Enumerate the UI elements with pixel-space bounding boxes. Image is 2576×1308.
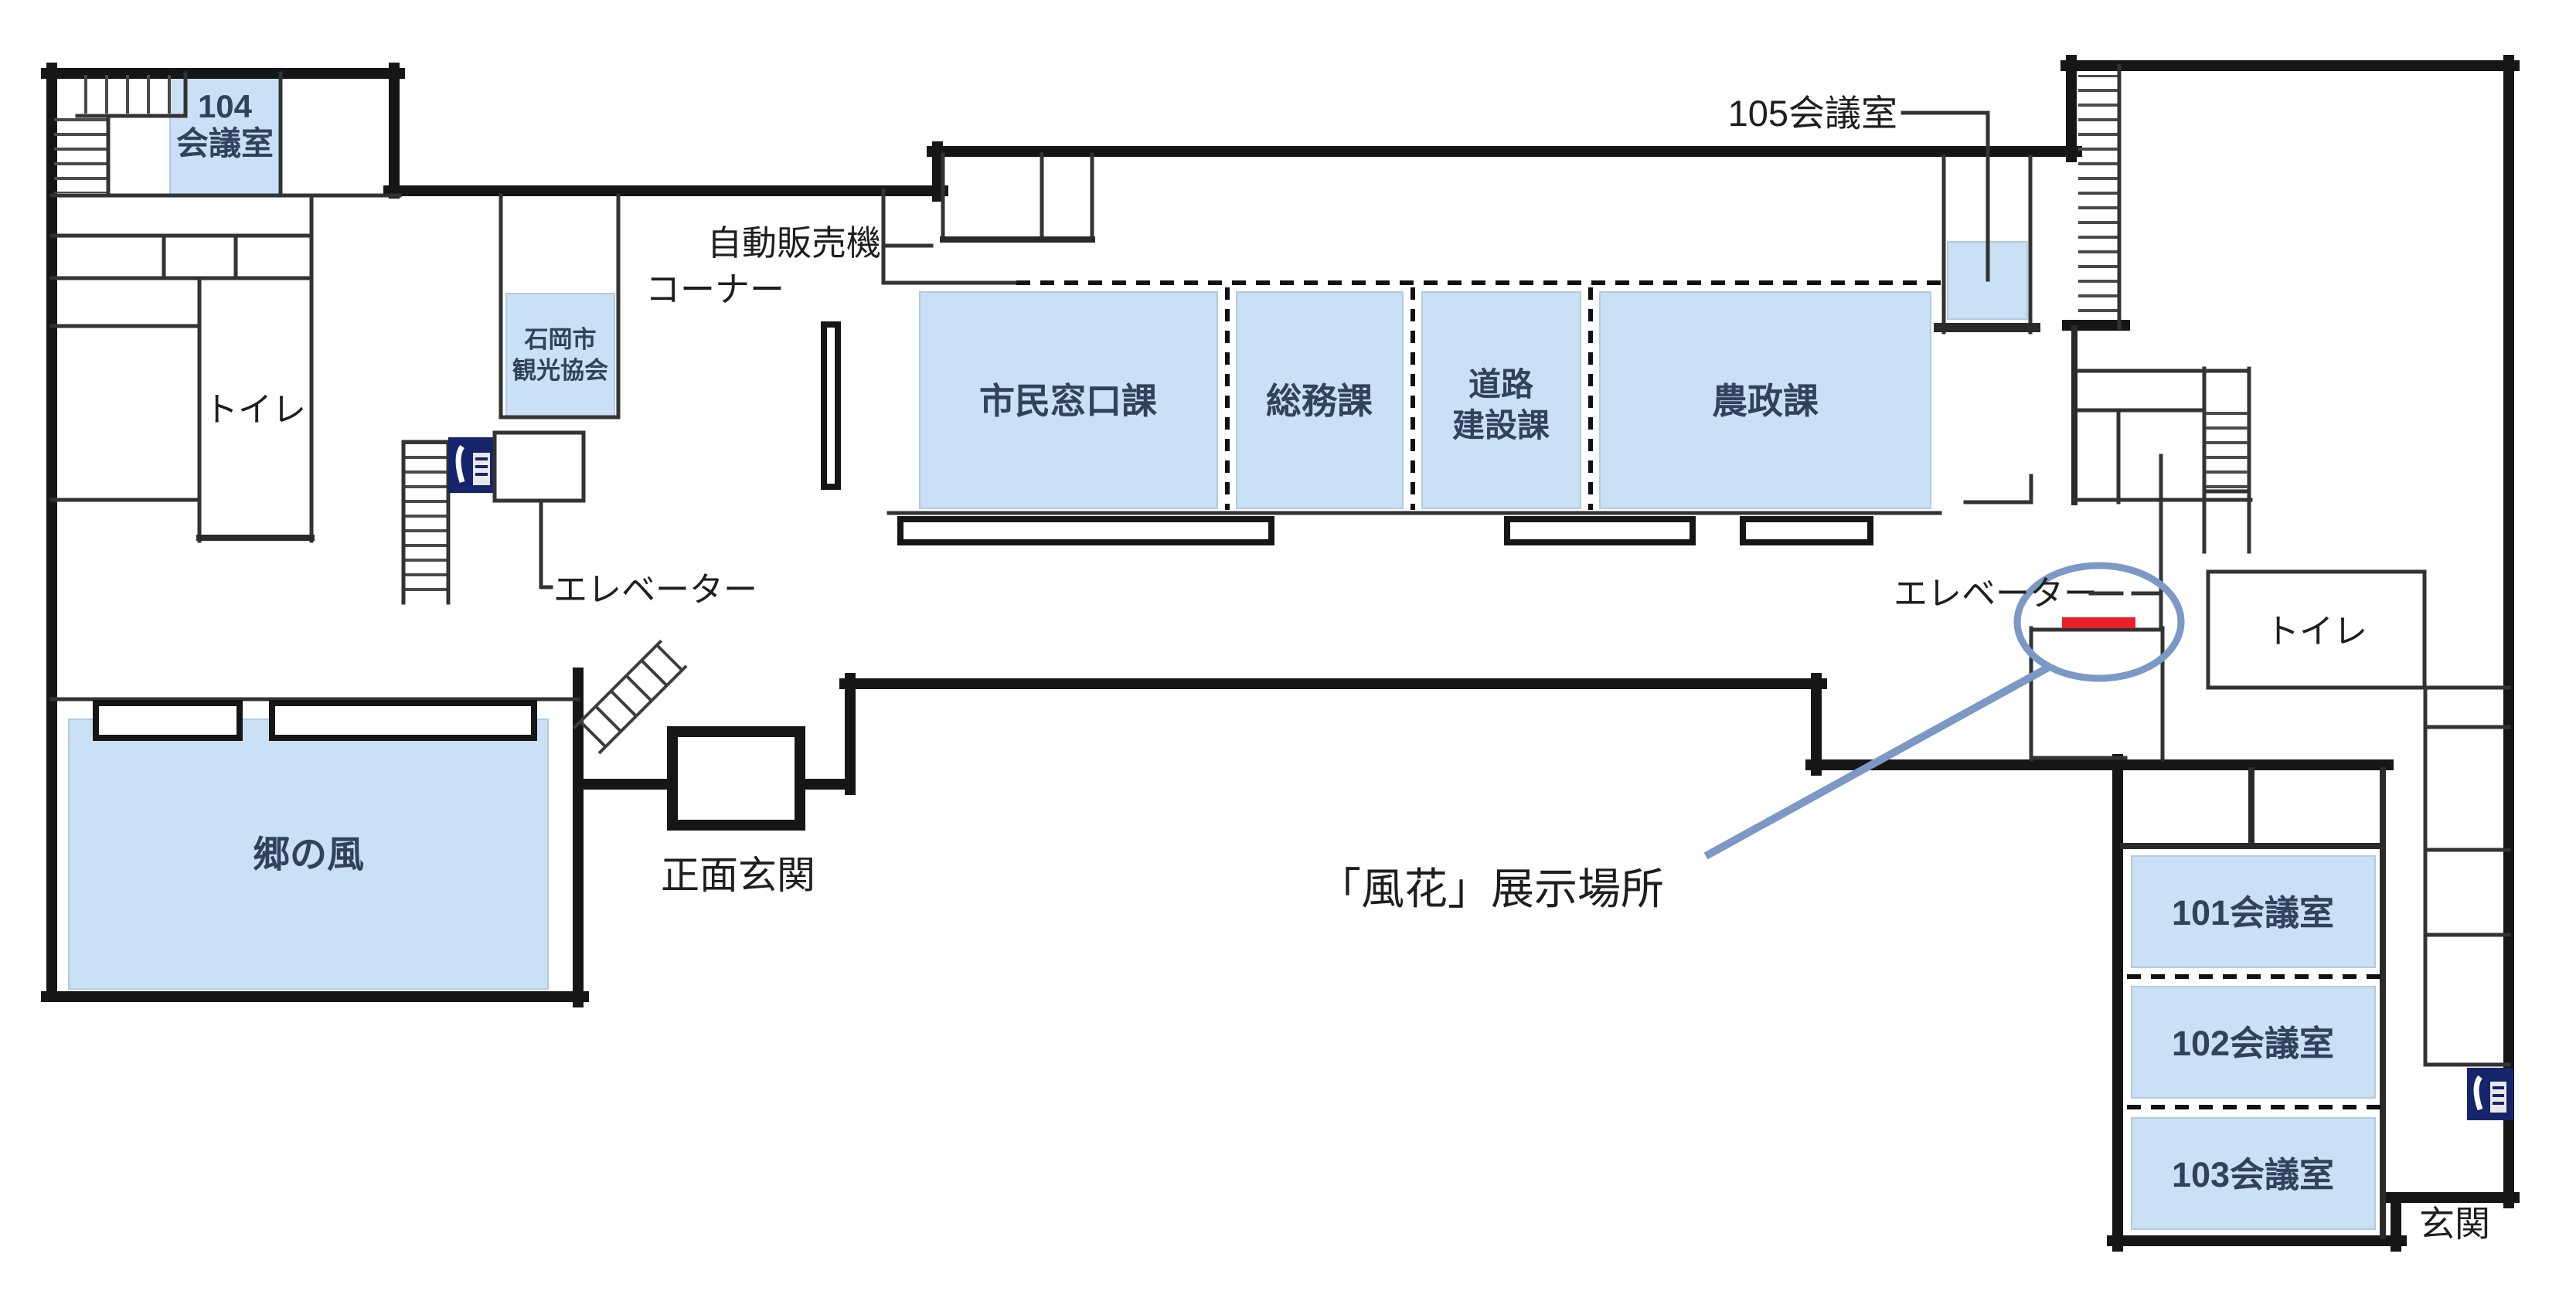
elevator-right-label: エレベーター [1894,575,2098,613]
toilet-left-label: トイレ [204,391,306,429]
annotation-circle [2013,562,2185,682]
room-102-label: 102会議室 [2172,1024,2334,1063]
dept-citizens-window-label: 市民窓口課 [979,381,1157,421]
toilet-right-label: トイレ [2265,613,2367,651]
top-middle-walls [881,152,1095,285]
labels: 104 会議室 石岡市 観光協会 トイレ エレベーター 自動販売機 コーナー 市… [176,88,2490,1244]
outer-walls [41,55,2520,1252]
elevator-icon [448,437,496,493]
room-102 [2131,986,2376,1099]
dept-road-construction-label-1: 道路 [1468,366,1534,403]
dept-agricultural-policy [1599,291,1931,509]
counter-5 [269,700,537,741]
annotation-line [1703,663,2052,860]
counter-4 [93,700,243,741]
room-tourism-association [505,293,615,418]
elevator-left-label: エレベーター [553,571,757,609]
dept-citizens-window [919,291,1218,509]
tourism-label-1: 石岡市 [524,326,597,353]
front-entrance-label: 正面玄関 [661,854,815,897]
sato-no-kaze-label: 郷の風 [253,834,364,875]
office-zone [821,280,1944,545]
counter-2 [1504,516,1696,545]
stairs-top-left [54,71,188,195]
room-105-structure [1901,110,2040,335]
bottom-right-walls [2120,767,2513,1239]
entrance-label: 玄関 [2419,1204,2490,1244]
room-105-label: 105会議室 [1728,93,1897,134]
left-elevator-area [401,430,586,605]
room-fills [68,74,2376,1230]
exhibit-annotation [1703,562,2185,860]
room-103 [2131,1117,2376,1230]
stairs-diagonal [573,639,688,755]
dept-general-affairs-label: 総務課 [1266,381,1373,421]
sato-no-kaze-area [93,639,805,831]
room-103-label: 103会議室 [2172,1155,2334,1194]
room-104 [169,74,281,196]
room-104-label-2: 会議室 [176,125,274,161]
dept-road-construction [1421,291,1581,509]
right-middle-walls [1963,325,2511,1067]
stairs-top-right [2078,63,2122,330]
room-104-label-1: 104 [198,88,253,124]
kazahana-exhibit-label: 「風花」展示場所 [1318,865,1664,913]
tourism-label-2: 観光協会 [512,357,608,384]
counter-vertical [821,321,841,490]
dept-agricultural-policy-label: 農政課 [1712,381,1819,421]
counter-1 [897,516,1274,545]
left-wing-walls [49,71,621,702]
front-entrance-vestibule [667,726,805,831]
room-sato-no-kaze [68,719,549,990]
dept-road-construction-label-2: 建設課 [1452,407,1550,443]
room-101-label: 101会議室 [2172,893,2334,933]
exhibit-marker [2062,617,2135,628]
stairs-mid-right [2206,412,2248,489]
elevator-icon [2467,1068,2513,1120]
room-105-leader-line [1901,110,1990,282]
vending-label-1: 自動販売機 [707,223,881,263]
room-101 [2131,855,2376,968]
dept-general-affairs [1236,291,1404,509]
counter-3 [1740,516,1873,545]
vending-label-2: コーナー [645,270,784,309]
